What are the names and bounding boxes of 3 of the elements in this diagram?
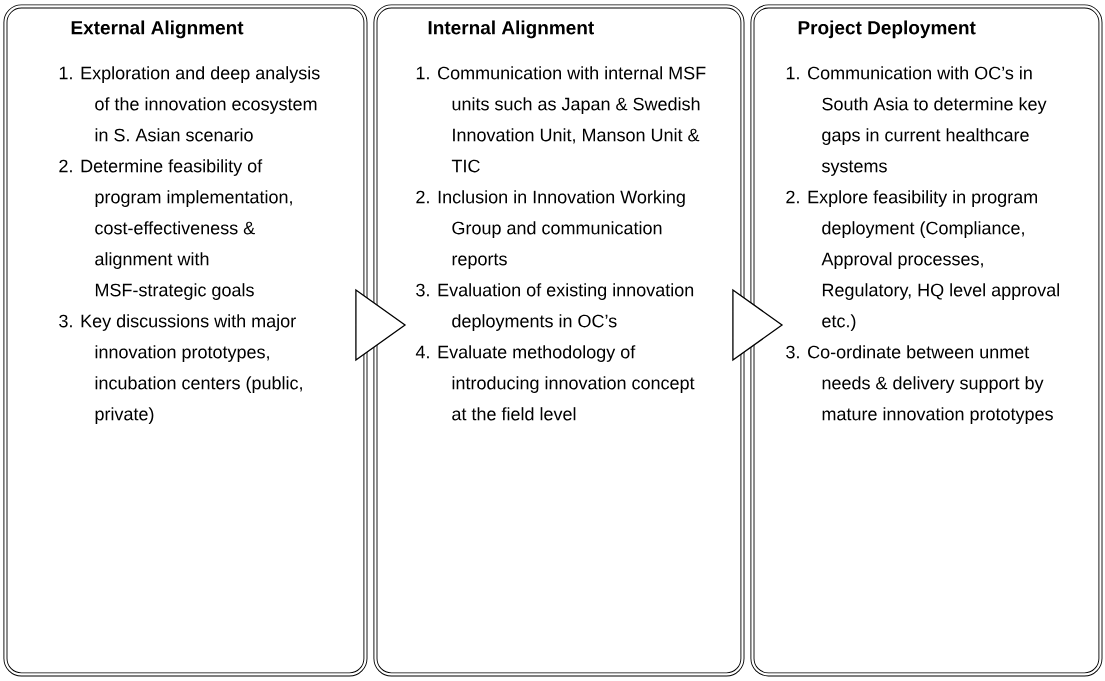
stage-box: Project Deployment 1. Communication with OC’s in South Asia to determine key gaps in current healthcare systems 2. Explore feasibility in program deployment (Compliance, Approval processes, Regulatory, HQ level approval etc.) 3. Co-ordinate between unmet needs & delivery support by mature innovation prototypes — [750, 4, 1103, 677]
stage-box: Internal Alignment 1. Communication with internal MSF units such as Japan & Swedish Innovation Unit, Manson Unit & TIC 2. Inclusion in Innovation Working Group and communication reports 3. Evaluation of existing innovation deployments in OC’s 4. Evaluate methodology of introducing innovation concept at the field level — [373, 4, 745, 677]
stage-box: External Alignment 1. Exploration and deep analysis of the innovation ecosystem in S. Asian scenario 2. Determine feasibility of program implementation, cost-effectiveness & alignment with MSF-strategic goals 3. Key discussions with major innovation prototypes, incubation centers (public, private) — [3, 4, 368, 677]
